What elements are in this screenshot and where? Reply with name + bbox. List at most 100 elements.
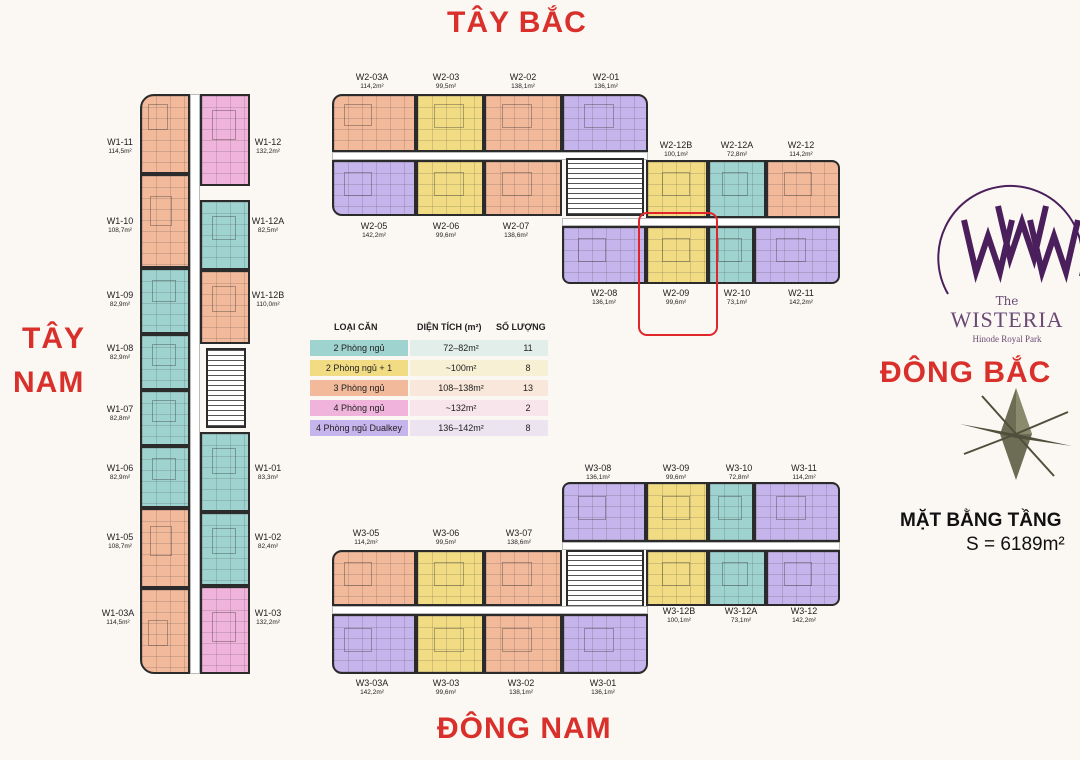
unit-w2-11[interactable] [754,226,840,284]
unit-w1-05[interactable] [140,508,190,588]
unit-w3-08[interactable] [562,482,646,542]
brand-subtitle: Hinode Royal Park [972,334,1042,344]
unit-w3-12a[interactable] [708,550,766,606]
legend-row-4pn-dualkey: 4 Phòng ngủ Dualkey 136–142m² 8 [310,420,548,436]
unit-w1-08[interactable] [140,334,190,390]
unit-w1-12[interactable] [200,94,250,186]
legend-header-area: DIỆN TÍCH (m²) [417,322,482,332]
unit-w1-03[interactable] [200,586,250,674]
corridor-w2-wing [562,218,840,226]
unit-w1-01[interactable] [200,432,250,512]
unit-w2-09[interactable] [646,226,708,284]
legend-header-count: SỐ LƯỢNG [496,322,546,332]
unit-w3-06[interactable] [416,550,484,606]
brand-logo: The WISTERIA Hinode Royal Park [934,176,1080,348]
unit-w2-03a[interactable] [332,94,416,152]
legend-row-2pn-plus: 2 Phòng ngủ + 1 ~100m² 8 [310,360,548,376]
unit-w2-07[interactable] [484,160,562,216]
unit-w1-12a[interactable] [200,200,250,270]
unit-w1-07[interactable] [140,390,190,446]
unit-w3-10[interactable] [708,482,754,542]
core-w1 [206,348,246,428]
legend-row-3pn: 3 Phòng ngủ 108–138m² 13 [310,380,548,396]
legend-row-4pn: 4 Phòng ngủ ~132m² 2 [310,400,548,416]
unit-w3-09[interactable] [646,482,708,542]
unit-w1-03a[interactable] [140,588,190,674]
unit-w2-02[interactable] [484,94,562,152]
legend-row-2pn: 2 Phòng ngủ 72–82m² 11 [310,340,548,356]
unit-w2-01[interactable] [562,94,648,152]
unit-w2-06[interactable] [416,160,484,216]
floor-title: MẶT BẰNG TẦNG [900,510,1062,531]
unit-w3-12[interactable] [766,550,840,606]
unit-w1-09[interactable] [140,268,190,334]
brand-prefix: The [995,294,1019,308]
unit-w1-02[interactable] [200,512,250,586]
unit-w3-07[interactable] [484,550,562,606]
corridor-w1 [190,94,200,674]
unit-w3-01[interactable] [562,614,648,674]
unit-w3-05[interactable] [332,550,416,606]
corridor-w2 [332,152,648,160]
unit-w3-03[interactable] [416,614,484,674]
unit-w2-12[interactable] [766,160,840,218]
unit-w1-11[interactable] [140,94,190,174]
label-north-west: TÂY BẮC [447,6,587,39]
unit-w1-06[interactable] [140,446,190,508]
unit-w1-12b[interactable] [200,270,250,344]
unit-w2-03[interactable] [416,94,484,152]
unit-w2-05[interactable] [332,160,416,216]
unit-w3-03a[interactable] [332,614,416,674]
unit-w3-02[interactable] [484,614,562,674]
unit-w2-12a[interactable] [708,160,766,218]
unit-w3-11[interactable] [754,482,840,542]
corridor-w3 [332,606,648,614]
core-w3 [566,550,644,608]
compass-rose-icon [960,388,1072,480]
wisteria-logo-icon [937,184,1080,295]
highlight-unit-w2-09 [638,212,718,336]
label-north-east: ĐÔNG BẮC [880,356,1052,389]
unit-w2-08[interactable] [562,226,646,284]
legend-header-type: LOẠI CĂN [334,322,378,332]
label-south-west-line1: TÂY [22,322,85,355]
unit-w1-10[interactable] [140,174,190,268]
label-south-west-line2: NAM [13,366,85,399]
floor-area: S = 6189m² [966,534,1065,555]
core-w2 [566,158,644,216]
unit-w2-12b[interactable] [646,160,708,218]
unit-w3-12b[interactable] [646,550,708,606]
